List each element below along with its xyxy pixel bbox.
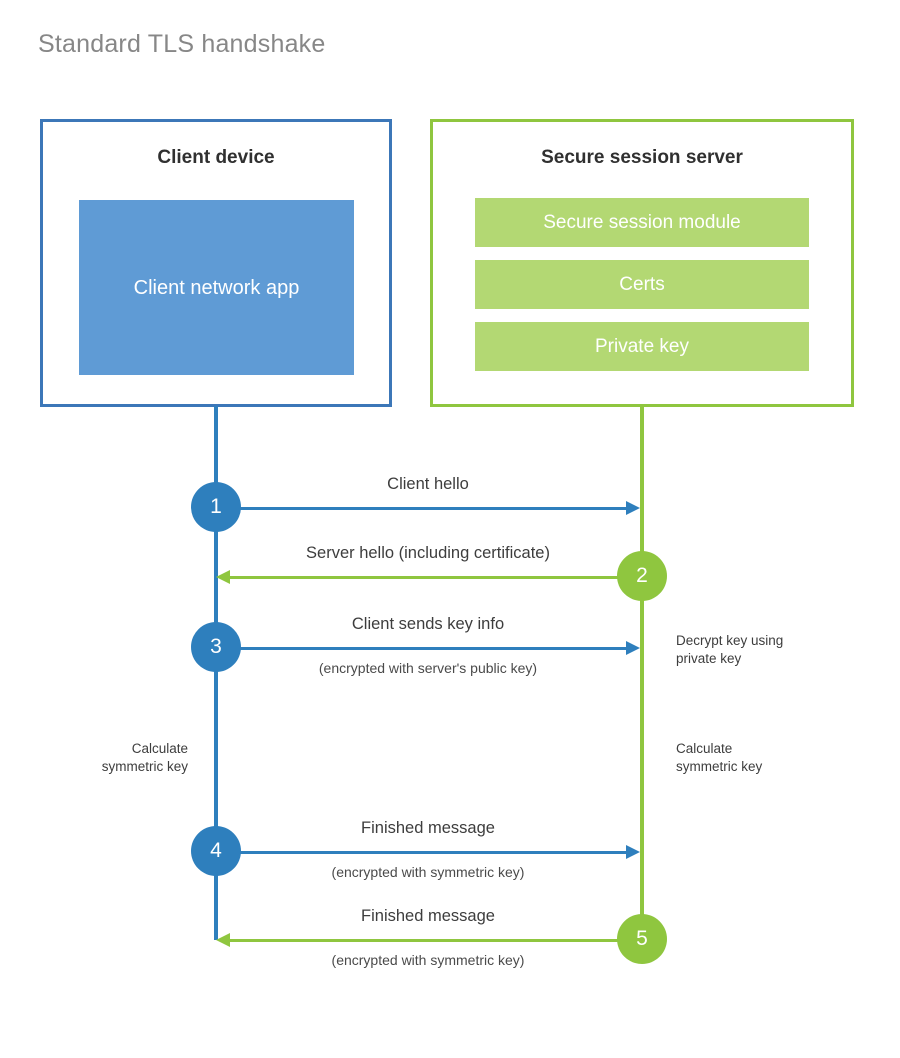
step-marker-3: 3	[191, 622, 241, 672]
client-device-title: Client device	[157, 147, 275, 168]
step-marker-3-number: 3	[210, 635, 222, 658]
step-marker-2: 2	[617, 551, 667, 601]
message-1-arrowhead	[626, 501, 640, 515]
message-2-line	[224, 576, 640, 579]
step-marker-5-number: 5	[636, 927, 648, 950]
secure-session-server-title: Secure session server	[541, 147, 743, 168]
step-marker-2-number: 2	[636, 564, 648, 587]
message-4-label: Finished message	[361, 819, 495, 837]
note-server-calculate-symmetric-key: Calculate symmetric key	[676, 741, 763, 774]
step-marker-1: 1	[191, 482, 241, 532]
message-5-arrowhead	[216, 933, 230, 947]
server-module-list: Secure session module Certs Private key	[475, 198, 809, 384]
message-1-line	[216, 507, 632, 510]
server-module-item: Private key	[475, 322, 809, 371]
message-3-label: Client sends key info	[351, 615, 505, 633]
note-decrypt-key: Decrypt key using private key	[676, 633, 784, 666]
secure-session-server-box: Secure session server Secure session mod…	[430, 119, 854, 407]
message-5-label: Finished message	[361, 907, 495, 925]
step-marker-4-number: 4	[210, 839, 222, 862]
step-marker-4: 4	[191, 826, 241, 876]
server-module-item: Secure session module	[475, 198, 809, 247]
message-2-arrowhead	[216, 570, 230, 584]
message-4-sublabel: (encrypted with symmetric key)	[331, 864, 525, 880]
message-3-sublabel: (encrypted with server's public key)	[318, 660, 538, 676]
client-lifeline	[214, 406, 218, 940]
step-marker-1-number: 1	[210, 495, 222, 518]
note-client-calculate-symmetric-key: Calculate symmetric key	[101, 741, 188, 774]
message-5-line	[224, 939, 640, 942]
message-4-line	[216, 851, 632, 854]
page-title: Standard TLS handshake	[38, 30, 326, 58]
message-3-line	[216, 647, 632, 650]
client-network-app-label: Client network app	[133, 276, 300, 299]
message-4-arrowhead	[626, 845, 640, 859]
message-3-arrowhead	[626, 641, 640, 655]
client-device-box: Client device Client network app	[40, 119, 392, 407]
message-2-label: Server hello (including certificate)	[306, 544, 550, 562]
client-network-app-box: Client network app	[79, 200, 354, 375]
server-module-item: Certs	[475, 260, 809, 309]
message-1-label: Client hello	[387, 475, 469, 493]
server-lifeline	[640, 406, 644, 940]
message-5-sublabel: (encrypted with symmetric key)	[331, 952, 525, 968]
step-marker-5: 5	[617, 914, 667, 964]
